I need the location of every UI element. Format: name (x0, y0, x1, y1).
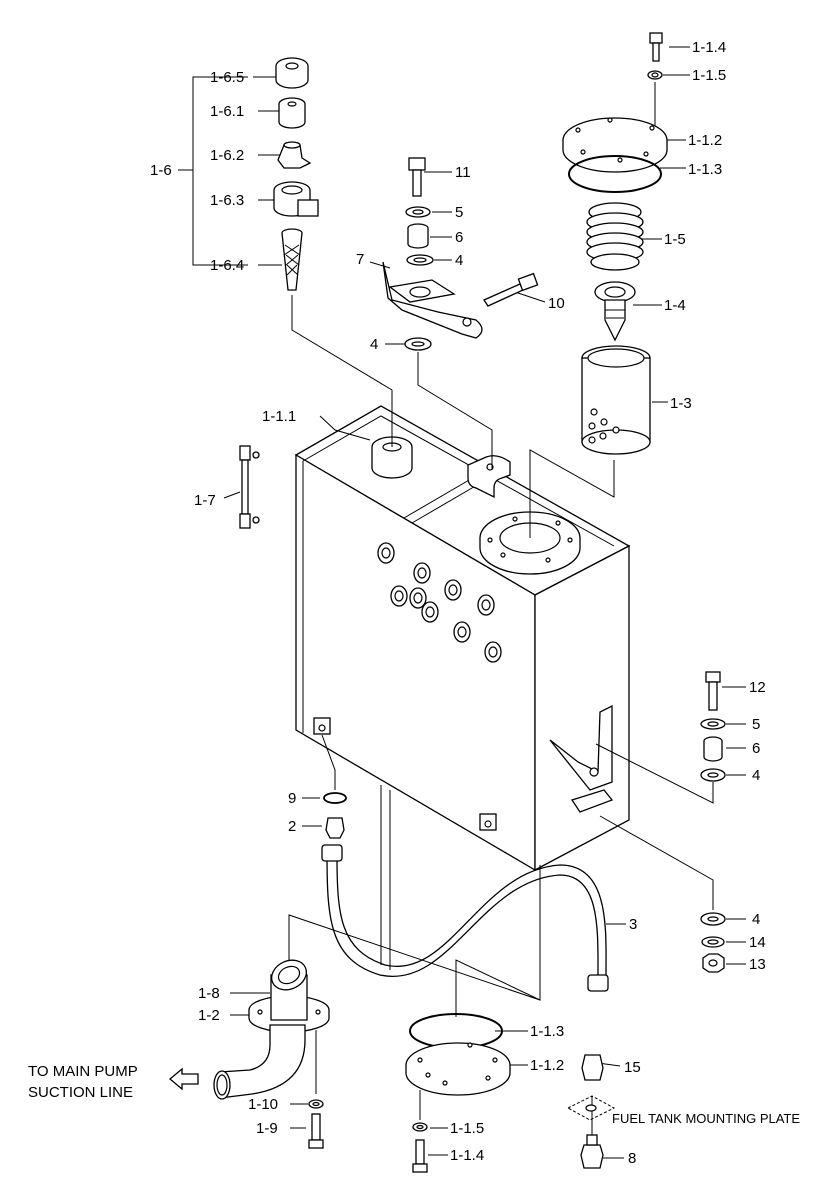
label-1-2: 1-2 (198, 1007, 220, 1024)
label-5-right: 5 (752, 716, 760, 733)
front-face-fittings (313, 542, 502, 831)
right-mounting-hardware (700, 671, 726, 973)
strainer-cover-assembly (562, 32, 668, 455)
fuel-tank-body (294, 405, 631, 970)
label-4-top: 4 (455, 252, 463, 269)
mounting-plate-label: FUEL TANK MOUNTING PLATE (612, 1111, 800, 1126)
label-1-9: 1-9 (256, 1120, 278, 1137)
label-10: 10 (548, 295, 565, 312)
side-mounting-bracket (549, 704, 614, 813)
label-1-6-3: 1-6.3 (210, 192, 244, 209)
label-5-top: 5 (455, 204, 463, 221)
label-1-1-2-bottom: 1-1.2 (530, 1057, 564, 1074)
label-4-mid: 4 (370, 336, 378, 353)
label-13: 13 (749, 956, 766, 973)
filler-cap-assembly (273, 57, 319, 291)
label-1-1-3-top: 1-1.3 (688, 161, 722, 178)
label-14: 14 (749, 934, 766, 951)
part-labels: 1-1.4 1-1.5 1-1.2 1-1.3 1-5 1-4 1-3 1-6.… (28, 39, 800, 1167)
label-1-1-3-bottom: 1-1.3 (530, 1023, 564, 1040)
label-4-right: 4 (752, 767, 760, 784)
label-4-low: 4 (752, 911, 760, 928)
pump-direction-arrow (168, 1067, 199, 1091)
top-bracket (467, 455, 511, 499)
label-1-1-5-bottom: 1-1.5 (450, 1120, 484, 1137)
pump-line-text-1: TO MAIN PUMP (28, 1063, 138, 1080)
label-1-10: 1-10 (248, 1096, 278, 1113)
label-6-right: 6 (752, 740, 760, 757)
label-1-6-5: 1-6.5 (210, 69, 244, 86)
label-3: 3 (629, 916, 637, 933)
label-7: 7 (356, 251, 364, 268)
label-1-6-2: 1-6.2 (210, 147, 244, 164)
label-1-7: 1-7 (194, 492, 216, 509)
level-gauge (239, 445, 260, 529)
label-2: 2 (288, 818, 296, 835)
suction-pipe-assembly (213, 959, 616, 1173)
label-1-6-1: 1-6.1 (210, 103, 244, 120)
label-1-1-2-top: 1-1.2 (688, 132, 722, 149)
label-9: 9 (288, 790, 296, 807)
label-11: 11 (455, 164, 471, 181)
label-6-top: 6 (455, 229, 463, 246)
leader-lines (178, 46, 746, 1159)
label-1-6: 1-6 (150, 162, 172, 179)
drain-and-hose (321, 792, 609, 992)
label-1-8: 1-8 (198, 985, 220, 1002)
label-12: 12 (749, 679, 766, 696)
label-1-1-1: 1-1.1 (262, 408, 296, 425)
label-15: 15 (624, 1059, 641, 1076)
label-1-4: 1-4 (664, 297, 686, 314)
label-1-1-4-top: 1-1.4 (692, 39, 726, 56)
pump-line-text-2: SUCTION LINE (28, 1084, 133, 1101)
label-8: 8 (628, 1150, 636, 1167)
center-bracket-stack (382, 157, 539, 351)
label-1-5: 1-5 (664, 231, 686, 248)
label-1-6-4: 1-6.4 (210, 257, 244, 274)
label-1-3: 1-3 (670, 395, 692, 412)
label-1-1-4-bottom: 1-1.4 (450, 1147, 484, 1164)
label-1-1-5-top: 1-1.5 (692, 67, 726, 84)
